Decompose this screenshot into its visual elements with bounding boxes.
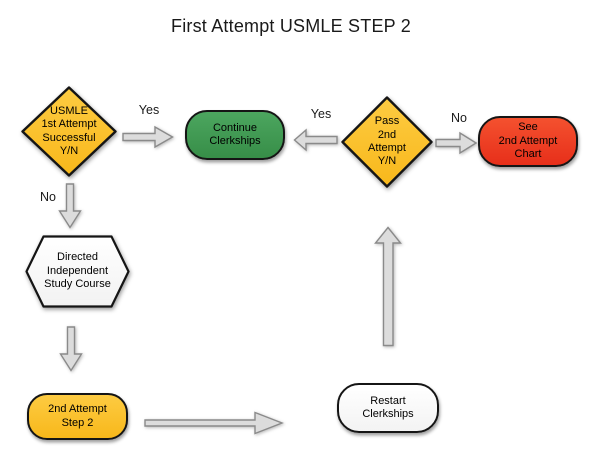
node-label: Directed Independent Study Course xyxy=(44,251,111,291)
edge-label-first-no: No xyxy=(40,190,56,204)
first-yes-arrow-right xyxy=(122,125,174,149)
node-label: Restart Clerkships xyxy=(362,394,414,420)
node-label: USMLE 1st Attempt Successful Y/N xyxy=(41,104,97,157)
decision-usmle-first-attempt: USMLE 1st Attempt Successful Y/N xyxy=(20,85,118,178)
first-no-arrow-down xyxy=(58,183,82,229)
node-restart-clerkships: Restart Clerkships xyxy=(337,383,439,433)
node-label: Pass 2nd Attempt Y/N xyxy=(368,115,406,168)
diamond-shape xyxy=(341,96,433,188)
node-see-second-attempt-chart: See 2nd Attempt Chart xyxy=(478,116,578,167)
pass-yes-arrow-left xyxy=(293,128,338,152)
retake-to-restart-arrow-right xyxy=(144,411,284,435)
node-label: Continue Clerkships xyxy=(209,121,261,147)
edge-label-pass-yes: Yes xyxy=(310,107,332,121)
node-label: See 2nd Attempt Chart xyxy=(498,121,558,161)
node-continue-clerkships: Continue Clerkships xyxy=(185,110,285,160)
restart-to-pass-arrow-up xyxy=(374,226,402,347)
hexagon-shape xyxy=(25,235,130,308)
diamond-shape xyxy=(21,86,117,177)
node-directed-independent-study: Directed Independent Study Course xyxy=(25,235,130,308)
flowchart-title: First Attempt USMLE STEP 2 xyxy=(171,16,411,36)
edge-label-first-yes: Yes xyxy=(138,103,160,117)
node-label: 2nd Attempt Step 2 xyxy=(48,403,107,429)
decision-pass-second-attempt: Pass 2nd Attempt Y/N xyxy=(340,95,434,189)
study-to-retake-arrow-down xyxy=(59,326,83,372)
pass-no-arrow-right xyxy=(435,131,477,155)
edge-label-pass-no: No xyxy=(451,111,467,125)
node-second-attempt-step-2: 2nd Attempt Step 2 xyxy=(27,393,128,440)
